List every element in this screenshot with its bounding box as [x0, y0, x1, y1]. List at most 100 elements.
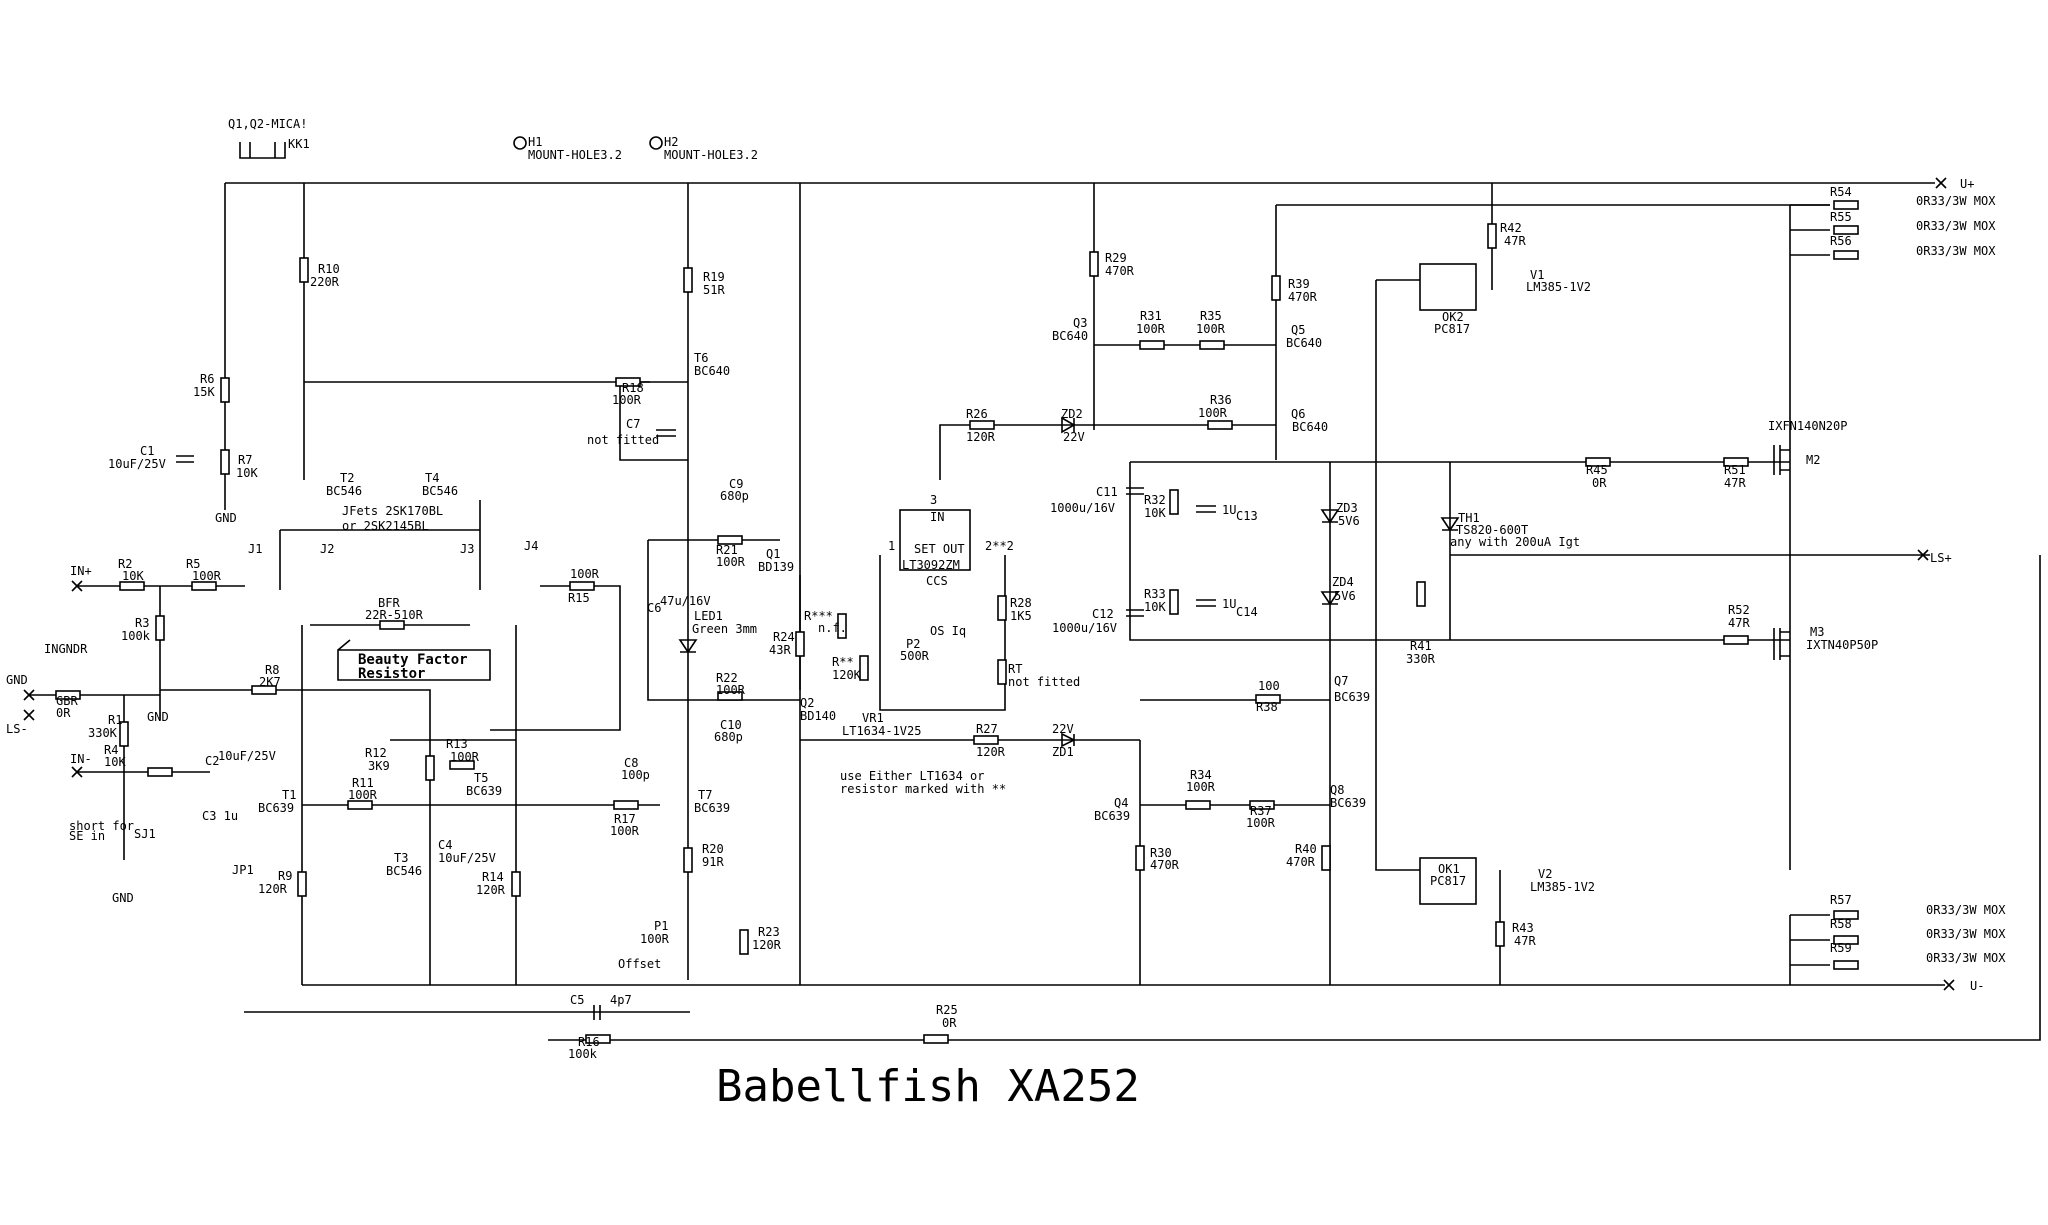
label-sfse2: SE in — [69, 829, 105, 843]
label-c1v: 10uF/25V — [108, 457, 166, 471]
label-q6: Q6 — [1291, 407, 1305, 421]
zener-icon — [1320, 591, 1340, 606]
label-r1: R1 — [108, 713, 122, 727]
label-q3: Q3 — [1073, 316, 1087, 330]
resistor-icon — [615, 377, 641, 387]
resistor-icon — [449, 760, 475, 770]
label-c2: C2 — [205, 754, 219, 768]
label-r21v: 100R — [716, 555, 746, 569]
label-r14v: 120R — [476, 883, 506, 897]
resistor-icon — [717, 535, 743, 545]
label-m2n: IXFN140N20P — [1768, 419, 1847, 433]
label-t6: T6 — [694, 351, 708, 365]
label-r35: R35 — [1200, 309, 1222, 323]
label-zd3v: 5V6 — [1338, 514, 1360, 528]
label-j3: J3 — [460, 542, 474, 556]
label-m3: M3 — [1810, 625, 1824, 639]
zener-icon — [1320, 509, 1340, 524]
label-q1v: BD139 — [758, 560, 794, 574]
wire-r39 — [1275, 204, 1830, 460]
label-c12v: 1000u/16V — [1052, 621, 1117, 635]
label-c5: C5 — [570, 993, 584, 1007]
zener-icon — [1061, 416, 1076, 434]
label-r28: R28 — [1010, 596, 1032, 610]
label-t1: T1 — [282, 788, 296, 802]
label-th1: TH1 — [1458, 511, 1480, 525]
label-r40: R40 — [1295, 842, 1317, 856]
label-r6: R6 — [200, 372, 214, 386]
label-c13: C13 — [1236, 509, 1258, 523]
led-icon — [678, 639, 698, 654]
label-rtv: not fitted — [1008, 675, 1080, 689]
resistor-icon — [55, 690, 81, 700]
label-setout: SET OUT — [914, 542, 965, 556]
resistor-icon — [683, 267, 693, 293]
label-r17: R17 — [614, 812, 636, 826]
label-v2: V2 — [1538, 867, 1552, 881]
resistor-icon — [739, 929, 749, 955]
wire-ok2 — [1375, 279, 1420, 871]
beauty-callout-box — [337, 639, 491, 681]
label-r9: R9 — [278, 869, 292, 883]
resistor-icon — [1185, 800, 1211, 810]
label-th1v: TS820-600T — [1456, 523, 1528, 537]
label-rstar: R*** — [804, 609, 833, 623]
terminal-icon — [1935, 177, 1947, 189]
resistor-icon — [973, 735, 999, 745]
label-r21: R21 — [716, 543, 738, 557]
resistor-icon — [1833, 200, 1859, 210]
resistor-icon — [119, 721, 129, 747]
label-vr1v: LT1634-1V25 — [842, 724, 921, 738]
capacitor-icon — [1196, 505, 1216, 513]
label-r23: R23 — [758, 925, 780, 939]
label-r18: R18 — [622, 381, 644, 395]
resistor-icon — [119, 581, 145, 591]
label-r22v: 100R — [716, 683, 746, 697]
label-r34v: 100R — [1186, 780, 1216, 794]
resistor-icon — [1833, 225, 1859, 235]
label-r6v: 15K — [193, 385, 215, 399]
label-osiq: OS Iq — [930, 624, 966, 638]
label-c14: C14 — [1236, 605, 1258, 619]
wire-r10 — [303, 183, 650, 480]
label-offset: Offset — [618, 957, 661, 971]
capacitor-icon — [1126, 609, 1144, 617]
resistor-icon — [997, 595, 1007, 621]
resistor-icon — [969, 420, 995, 430]
label-q7: Q7 — [1334, 674, 1348, 688]
mosfet-icon — [1773, 628, 1790, 660]
resistor-icon — [297, 871, 307, 897]
label-ok1v: PC817 — [1430, 874, 1466, 888]
label-r10v: 220R — [310, 275, 340, 289]
label-pin3: 3 — [930, 493, 937, 507]
wire-r8 — [160, 689, 431, 985]
resistor-icon — [1723, 635, 1749, 645]
capacitor-icon — [1196, 599, 1216, 607]
label-q2: Q2 — [800, 696, 814, 710]
label-r37v: 100R — [1246, 816, 1276, 830]
label-zd3: ZD3 — [1336, 501, 1358, 515]
label-j1: J1 — [248, 542, 262, 556]
label-r57v: 0R33/3W MOX — [1926, 903, 2006, 917]
resistor-icon — [147, 767, 173, 777]
resistor-icon — [997, 659, 1007, 685]
label-c9v: 680p — [720, 489, 749, 503]
label-gbr: GBR — [56, 694, 78, 708]
label-r25: R25 — [936, 1003, 958, 1017]
label-r2: R2 — [118, 557, 132, 571]
label-t2v: BC546 — [326, 484, 362, 498]
label-r33: R33 — [1144, 587, 1166, 601]
label-r28v: 1K5 — [1010, 609, 1032, 623]
label-r20v: 91R — [702, 855, 724, 869]
label-c6: C6 — [647, 601, 661, 615]
label-r38: R38 — [1256, 700, 1278, 714]
label-r42: R42 — [1500, 221, 1522, 235]
resistor-icon — [1723, 457, 1749, 467]
label-jfet1: JFets 2SK170BL — [342, 504, 443, 518]
label-uminus: U- — [1970, 979, 1984, 993]
label-q6v: BC640 — [1292, 420, 1328, 434]
label-r37: R37 — [1250, 804, 1272, 818]
label-r26: R26 — [966, 407, 988, 421]
mosfet-icon — [1773, 445, 1790, 475]
label-h2v: MOUNT-HOLE3.2 — [664, 148, 758, 162]
